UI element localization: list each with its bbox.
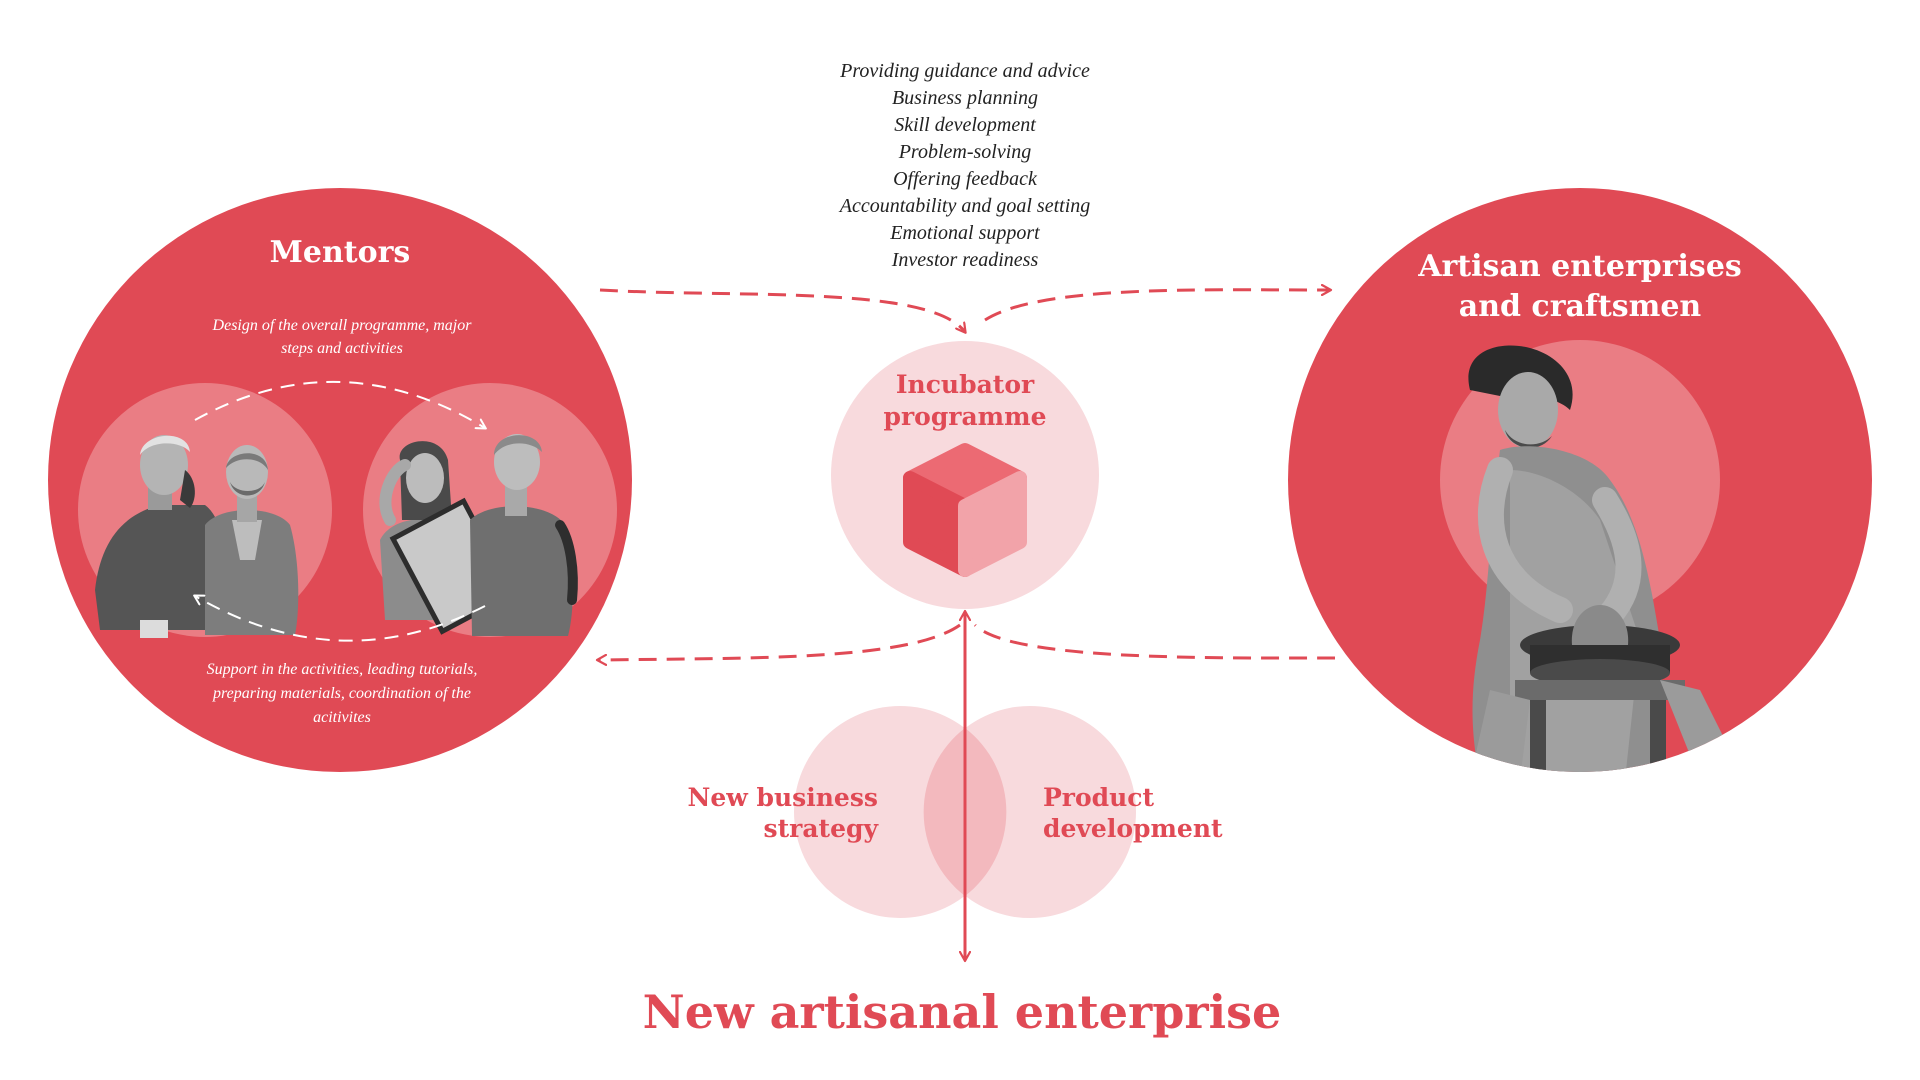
guidance-item: Skill development [894, 114, 1036, 136]
mentors-to-incubator-arrow [599, 288, 965, 332]
title-line: Artisan enterprises [1417, 249, 1742, 284]
mentors-title: Mentors [270, 235, 411, 270]
title-line: and craftsmen [1459, 289, 1702, 324]
guidance-item: Investor readiness [891, 249, 1039, 271]
young-man-figure [470, 434, 578, 636]
venn-group: New business strategy Product developmen… [688, 706, 1223, 918]
venn-left-label: New business strategy [688, 783, 880, 843]
caption-line: preparing materials, coordination of the [212, 685, 471, 702]
outcome-title: New artisanal enterprise [643, 985, 1282, 1039]
label-line: strategy [764, 814, 880, 843]
label-line: development [1043, 814, 1223, 843]
mentors-top-caption: Design of the overall programme, major s… [212, 317, 473, 357]
mentors-bottom-caption: Support in the activities, leading tutor… [207, 661, 478, 726]
guidance-item: Offering feedback [893, 168, 1038, 190]
guidance-item: Business planning [892, 87, 1038, 109]
incubator-to-artisans-arrow [984, 290, 1330, 322]
label-line: New business [688, 783, 878, 812]
guidance-list: Providing guidance and advice Business p… [838, 60, 1091, 271]
cube-icon [903, 443, 1027, 577]
title-line: programme [884, 402, 1047, 431]
artisans-title: Artisan enterprises and craftsmen [1417, 249, 1742, 324]
connectors [598, 288, 1336, 660]
guidance-item: Accountability and goal setting [838, 195, 1091, 217]
incubator-to-mentors-arrow [598, 623, 961, 660]
artisans-to-incubator-arrow [973, 623, 1336, 660]
incubator-title: Incubator programme [884, 370, 1047, 431]
mentors-group: Mentors Design of the overall programme,… [48, 188, 632, 772]
incubator-group: Incubator programme [831, 341, 1099, 609]
potter-photo [1468, 345, 1745, 772]
cycle-arrow-bottom [193, 594, 486, 642]
venn-right-label: Product development [1043, 783, 1223, 843]
bearded-man-figure [205, 445, 299, 635]
caption-line: acitivites [313, 709, 371, 726]
cycle-arrow-top [194, 381, 487, 430]
guidance-item: Providing guidance and advice [839, 60, 1090, 82]
guidance-item: Problem-solving [898, 141, 1032, 163]
caption-line: Support in the activities, leading tutor… [207, 661, 478, 678]
mentees-photo [379, 434, 578, 636]
guidance-item: Emotional support [889, 222, 1040, 244]
label-line: Product [1043, 783, 1155, 812]
artisans-group: Artisan enterprises and craftsmen [1288, 188, 1872, 772]
caption-line: steps and activities [281, 340, 403, 357]
caption-line: Design of the overall programme, major [212, 317, 473, 334]
title-line: Incubator [896, 370, 1035, 399]
